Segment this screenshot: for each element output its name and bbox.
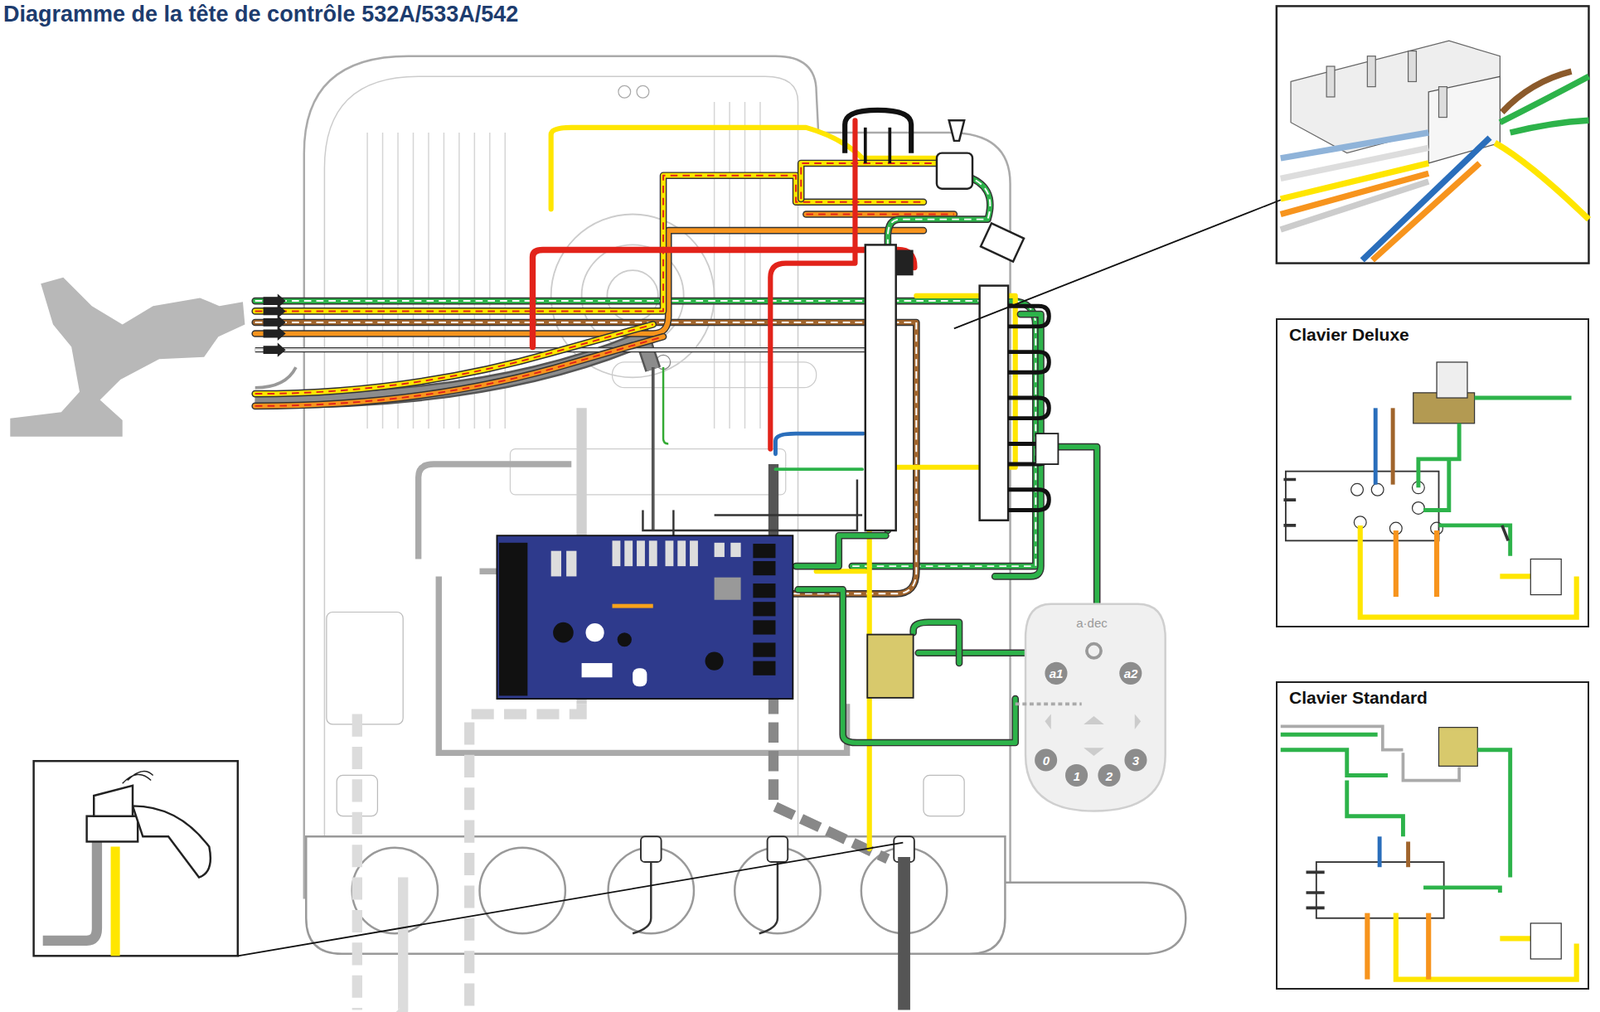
key-label: 1 — [1073, 770, 1081, 783]
holder-inset — [33, 761, 904, 956]
chair-icon — [9, 277, 245, 437]
key-label: 3 — [1132, 754, 1140, 767]
deluxe-schematic — [1283, 362, 1576, 618]
panel-heading: Clavier Standard — [1287, 688, 1430, 708]
key-label: 2 — [1105, 770, 1113, 783]
key-label: 0 — [1042, 754, 1050, 767]
brand-mark: a·dec — [1076, 616, 1108, 630]
key-label: a1 — [1049, 667, 1064, 680]
diagram-title: Diagramme de la tête de contrôle 532A/53… — [3, 1, 519, 28]
circuit-board — [496, 535, 793, 699]
inset-panel: Clavier Standard — [1275, 681, 1590, 990]
panel-heading: Clavier Deluxe — [1287, 324, 1411, 345]
standard-schematic — [1280, 726, 1577, 980]
valves — [844, 110, 1058, 699]
inset-panel: Clavier Deluxe — [1275, 318, 1590, 628]
housing — [304, 56, 1186, 955]
manifold-inset — [954, 5, 1590, 329]
hoses — [255, 339, 905, 1012]
tubes — [255, 120, 1097, 849]
key-label: a2 — [1124, 667, 1139, 680]
keypad — [1015, 604, 1166, 812]
